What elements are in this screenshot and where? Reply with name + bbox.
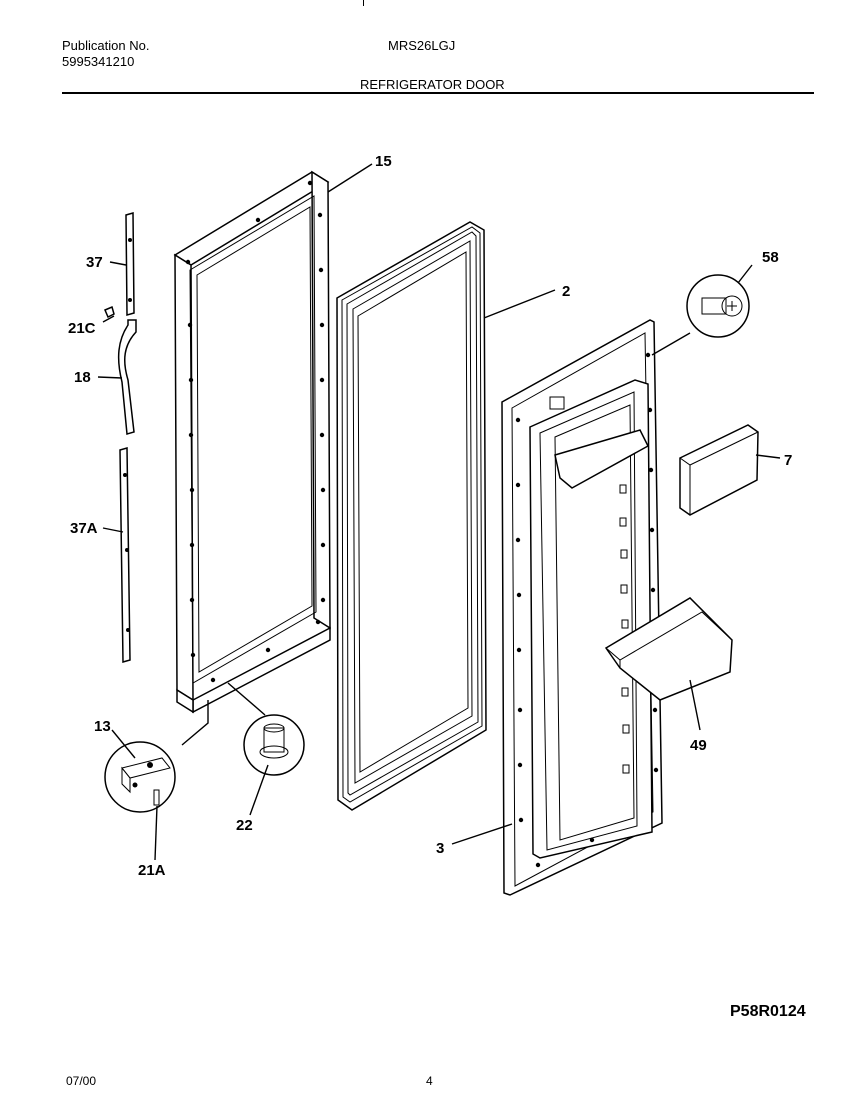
callout-21C: 21C bbox=[68, 320, 96, 337]
model-number: MRS26LGJ bbox=[388, 38, 456, 53]
callout-7: 7 bbox=[784, 452, 792, 469]
part-3-inner-door-liner bbox=[501, 319, 663, 896]
publication-number: 5995341210 bbox=[62, 54, 135, 69]
callout-2: 2 bbox=[562, 283, 570, 300]
callout-3: 3 bbox=[436, 840, 444, 857]
callout-21A: 21A bbox=[138, 862, 166, 879]
part-58-screw-detail bbox=[686, 274, 750, 338]
part-37-upper-handle-trim bbox=[125, 212, 135, 316]
part-22-hinge-bushing-detail bbox=[243, 714, 305, 776]
section-title: REFRIGERATOR DOOR bbox=[360, 77, 505, 92]
part-49-door-bin bbox=[604, 597, 733, 701]
callout-labels: 15 2 58 37 21C 18 7 37A 13 22 49 3 21A bbox=[68, 153, 792, 879]
part-21C-screw bbox=[104, 305, 115, 319]
footer-date: 07/00 bbox=[66, 1074, 97, 1088]
callout-13: 13 bbox=[94, 718, 111, 735]
leader-lines bbox=[97, 163, 781, 861]
part-18-handle bbox=[117, 319, 137, 435]
part-15-door-frame bbox=[173, 170, 331, 714]
part-7-bin-cover bbox=[679, 424, 759, 516]
figure-code: P58R0124 bbox=[730, 1003, 806, 1020]
part-2-door-gasket bbox=[336, 221, 487, 811]
part-13-hinge-bracket-detail bbox=[104, 741, 176, 813]
callout-58: 58 bbox=[762, 249, 779, 266]
callout-49: 49 bbox=[690, 737, 707, 754]
header-rule bbox=[62, 92, 814, 94]
publication-label: Publication No. bbox=[62, 38, 150, 53]
page-number: 4 bbox=[426, 1074, 433, 1088]
callout-37: 37 bbox=[86, 254, 103, 271]
part-37A-lower-handle-trim bbox=[119, 447, 131, 663]
callout-18: 18 bbox=[74, 369, 91, 386]
callout-22: 22 bbox=[236, 817, 253, 834]
callout-37A: 37A bbox=[70, 520, 98, 537]
top-tick-mark bbox=[363, 0, 364, 6]
callout-15: 15 bbox=[375, 153, 392, 170]
